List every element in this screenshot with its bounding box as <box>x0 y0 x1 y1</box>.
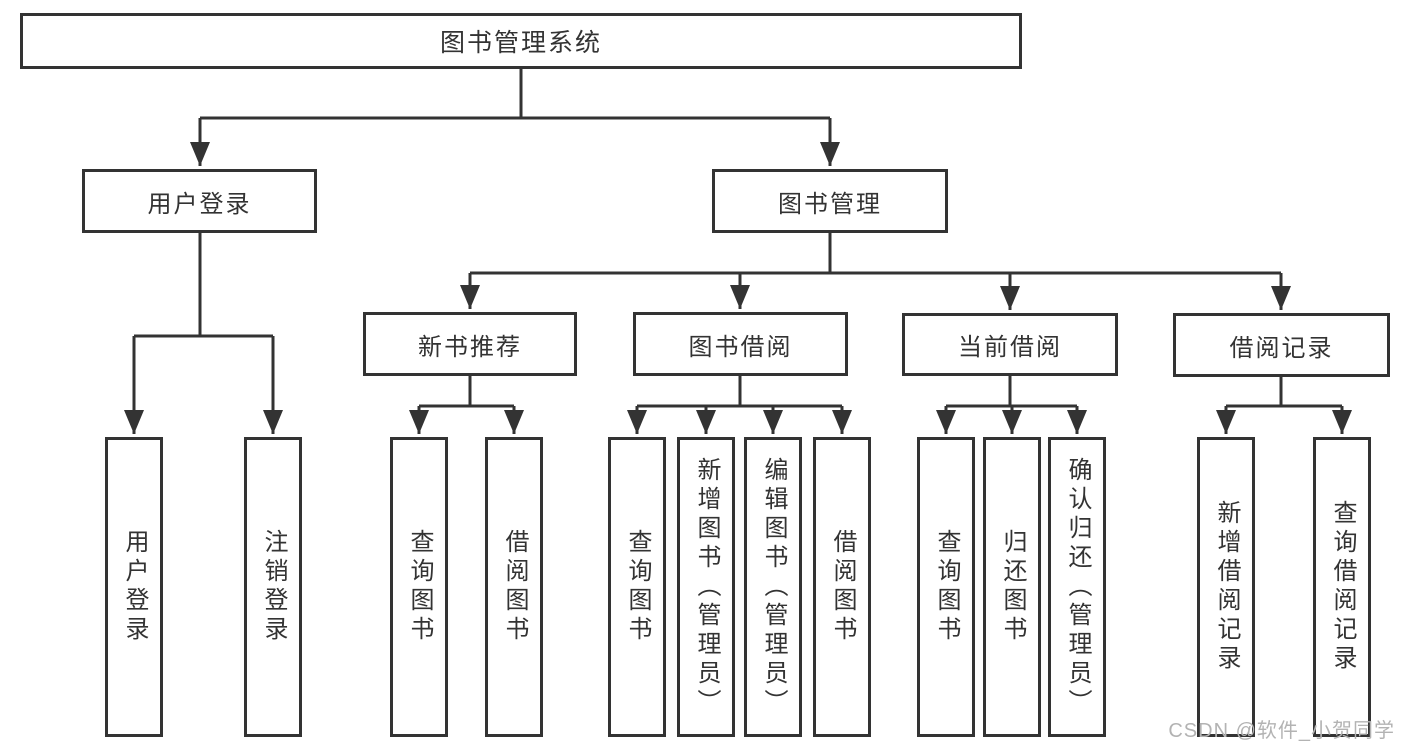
leaf-logout: 注销登录 <box>244 437 302 737</box>
leaf-add-books-admin: 新增图书（管理员） <box>677 437 735 737</box>
leaf-query-books-borrow: 查询图书 <box>608 437 666 737</box>
leaf-query-books-current: 查询图书 <box>917 437 975 737</box>
leaf-edit-books-admin: 编辑图书（管理员） <box>744 437 802 737</box>
node-book-management: 图书管理 <box>712 169 948 233</box>
node-book-borrow: 图书借阅 <box>633 312 848 376</box>
leaf-label: 用户登录 <box>121 529 148 645</box>
node-new-book-recommend: 新书推荐 <box>363 312 577 376</box>
leaf-label: 借阅图书 <box>501 529 528 645</box>
leaf-query-books-recommend: 查询图书 <box>390 437 448 737</box>
leaf-label: 编辑图书（管理员） <box>760 456 787 718</box>
leaf-label: 注销登录 <box>260 529 287 645</box>
node-current-borrow: 当前借阅 <box>902 313 1118 376</box>
leaf-label: 查询借阅记录 <box>1329 500 1356 674</box>
leaf-label: 新增借阅记录 <box>1213 500 1240 674</box>
leaf-label: 借阅图书 <box>829 529 856 645</box>
leaf-return-books: 归还图书 <box>983 437 1041 737</box>
leaf-user-login: 用户登录 <box>105 437 163 737</box>
leaf-borrow-books: 借阅图书 <box>813 437 871 737</box>
leaf-add-borrow-record: 新增借阅记录 <box>1197 437 1255 737</box>
leaf-query-borrow-record: 查询借阅记录 <box>1313 437 1371 737</box>
csdn-watermark: CSDN @软件_小贺同学 <box>1168 720 1395 742</box>
leaf-label: 确认归还（管理员） <box>1064 456 1091 718</box>
node-borrow-records: 借阅记录 <box>1173 313 1390 377</box>
leaf-label: 新增图书（管理员） <box>693 456 720 718</box>
leaf-label: 查询图书 <box>933 529 960 645</box>
node-library-management-system: 图书管理系统 <box>20 13 1022 69</box>
node-user-login: 用户登录 <box>82 169 317 233</box>
leaf-label: 查询图书 <box>624 529 651 645</box>
leaf-label: 归还图书 <box>999 529 1026 645</box>
leaf-confirm-return-admin: 确认归还（管理员） <box>1048 437 1106 737</box>
leaf-borrow-books-recommend: 借阅图书 <box>485 437 543 737</box>
leaf-label: 查询图书 <box>406 529 433 645</box>
